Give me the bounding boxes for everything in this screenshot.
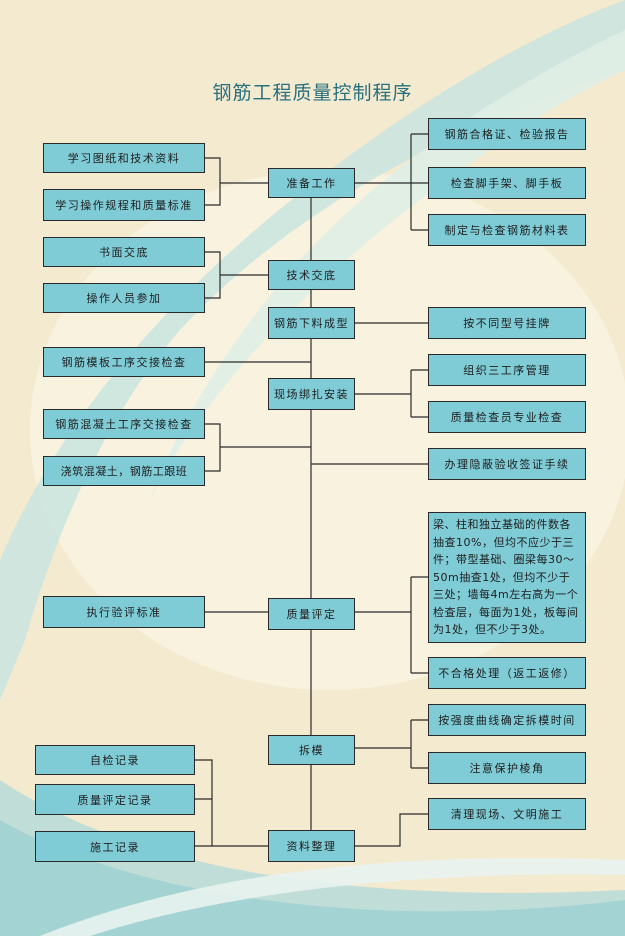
left-written-brief: 书面交底: [43, 237, 205, 267]
page-title: 钢筋工程质量控制程序: [212, 82, 413, 104]
step-quality-eval: 质量评定: [268, 598, 355, 630]
left-self-check-record: 自检记录: [35, 745, 195, 775]
step-prep: 准备工作: [268, 168, 355, 198]
step-binding: 现场绑扎安装: [268, 378, 355, 410]
left-formwork-handover: 钢筋模板工序交接检查: [43, 347, 205, 377]
right-sampling-rules: 梁、柱和独立基础的件数各抽查10%，但均不应少于三件；带型基础、圈梁每30～50…: [428, 512, 586, 643]
right-certificates: 钢筋合格证、检验报告: [428, 118, 586, 150]
right-nonconformance: 不合格处理（返工返修）: [428, 657, 586, 689]
left-study-drawings: 学习图纸和技术资料: [43, 143, 205, 173]
left-study-rules: 学习操作规程和质量标准: [43, 189, 205, 221]
right-protect-edges: 注意保护棱角: [428, 752, 586, 784]
left-pouring-followup: 浇筑混凝土，钢筋工跟班: [43, 456, 205, 486]
right-inspector-check: 质量检查员专业检查: [428, 401, 586, 433]
step-cutting: 钢筋下料成型: [268, 307, 355, 339]
left-quality-record: 质量评定记录: [35, 784, 195, 815]
right-tagging: 按不同型号挂牌: [428, 307, 586, 339]
left-execute-standard: 执行验评标准: [43, 596, 205, 628]
left-construction-record: 施工记录: [35, 831, 195, 862]
step-formwork-removal: 拆模: [268, 735, 355, 765]
right-concealed-acceptance: 办理隐蔽验收签证手续: [428, 448, 586, 480]
right-three-process: 组织三工序管理: [428, 354, 586, 386]
right-removal-time: 按强度曲线确定拆模时间: [428, 704, 586, 736]
right-check-scaffold: 检查脚手架、脚手板: [428, 167, 586, 199]
right-clean-site: 清理现场、文明施工: [428, 798, 586, 830]
left-operators-attend: 操作人员参加: [43, 283, 205, 313]
step-tech-brief: 技术交底: [268, 260, 355, 290]
step-documentation: 资料整理: [268, 830, 355, 862]
left-concrete-handover: 钢筋混凝土工序交接检查: [43, 409, 205, 439]
right-material-list: 制定与检查钢筋材料表: [428, 214, 586, 246]
